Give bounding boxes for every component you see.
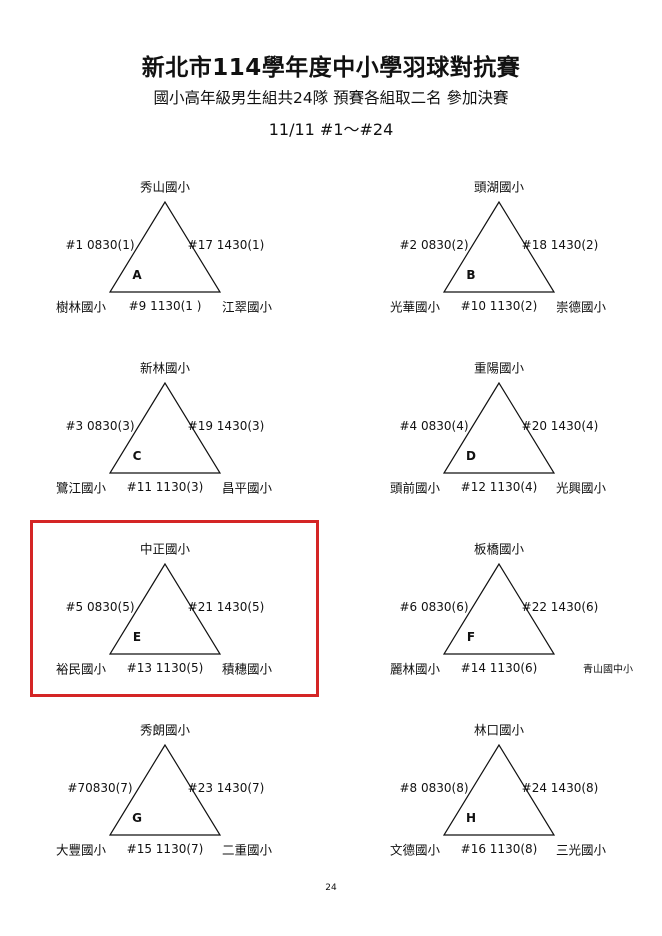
right-school: 昌平國小: [221, 480, 273, 496]
group-h: 林口國小 #8 0830(8) #24 1430(8) H 文德國小 #16 1130(8…: [364, 718, 662, 888]
right-match: #21 1430(5): [187, 600, 265, 614]
bottom-match: #16 1130(8): [460, 842, 538, 856]
bottom-match: #11 1130(3): [126, 480, 204, 494]
right-school: 積穗國小: [221, 661, 273, 677]
page-number: 24: [325, 883, 337, 893]
left-school: 樹林國小: [55, 299, 107, 315]
group-letter: D: [466, 449, 476, 463]
group-letter: E: [132, 630, 142, 644]
top-school: 中正國小: [139, 541, 191, 557]
group-letter: F: [466, 630, 476, 644]
top-school: 新林國小: [139, 360, 191, 376]
right-school: 光興國小: [555, 480, 607, 496]
triangle-bracket: [108, 381, 222, 474]
bottom-match: #13 1130(5): [126, 661, 204, 675]
bottom-match: #10 1130(2): [460, 299, 538, 313]
left-match: #4 0830(4): [399, 419, 469, 433]
triangle-bracket: [108, 200, 222, 293]
group-e: 中正國小 #5 0830(5) #21 1430(5) E 裕民國小 #13 1130(5…: [30, 537, 330, 707]
left-school: 光華國小: [389, 299, 441, 315]
triangle-bracket: [108, 743, 222, 836]
group-c: 新林國小 #3 0830(3) #19 1430(3) C 鷺江國小 #11 1130(3…: [30, 356, 330, 526]
highlight-box: [30, 520, 319, 697]
page-subtitle: 國小高年級男生組共24隊 預賽各組取二名 參加決賽: [153, 89, 509, 107]
bottom-match: #14 1130(6): [460, 661, 538, 675]
right-match: #22 1430(6): [521, 600, 599, 614]
right-match: #24 1430(8): [521, 781, 599, 795]
right-match: #23 1430(7): [187, 781, 265, 795]
group-letter: A: [132, 268, 142, 282]
right-school: 三光國小: [555, 842, 607, 858]
right-match: #20 1430(4): [521, 419, 599, 433]
left-match: #6 0830(6): [399, 600, 469, 614]
triangle-bracket: [442, 200, 556, 293]
right-school: 青山國中小: [583, 664, 633, 676]
bottom-match: #9 1130(1 ): [128, 299, 202, 313]
group-letter: C: [132, 449, 142, 463]
top-school: 板橋國小: [473, 541, 525, 557]
group-f: 板橋國小 #6 0830(6) #22 1430(6) F 麗林國小 #14 1130(6…: [364, 537, 662, 707]
left-match: #70830(7): [67, 781, 133, 795]
right-match: #19 1430(3): [187, 419, 265, 433]
left-school: 文德國小: [389, 842, 441, 858]
triangle-bracket: [108, 562, 222, 655]
triangle-bracket: [442, 381, 556, 474]
left-school: 頭前國小: [389, 480, 441, 496]
group-g: 秀朗國小 #70830(7) #23 1430(7) G 大豐國小 #15 1130(7)…: [30, 718, 330, 888]
top-school: 秀山國小: [139, 179, 191, 195]
schedule-date: 11/11 #1～#24: [268, 120, 394, 139]
left-school: 鷺江國小: [55, 480, 107, 496]
group-a: 秀山國小 #1 0830(1) #17 1430(1) A 樹林國小 #9 1130(1 …: [30, 175, 330, 345]
left-match: #1 0830(1): [65, 238, 135, 252]
triangle-bracket: [442, 743, 556, 836]
left-match: #3 0830(3): [65, 419, 135, 433]
triangle-bracket: [442, 562, 556, 655]
top-school: 林口國小: [473, 722, 525, 738]
right-school: 二重國小: [221, 842, 273, 858]
group-b: 頭湖國小 #2 0830(2) #18 1430(2) B 光華國小 #10 1130(2…: [364, 175, 662, 345]
bottom-match: #12 1130(4): [460, 480, 538, 494]
right-school: 崇德國小: [555, 299, 607, 315]
top-school: 頭湖國小: [473, 179, 525, 195]
group-d: 重陽國小 #4 0830(4) #20 1430(4) D 頭前國小 #12 1130(4…: [364, 356, 662, 526]
left-school: 麗林國小: [389, 661, 441, 677]
right-match: #18 1430(2): [521, 238, 599, 252]
top-school: 重陽國小: [473, 360, 525, 376]
page-title: 新北市114學年度中小學羽球對抗賽: [141, 55, 521, 81]
right-school: 江翠國小: [221, 299, 273, 315]
left-match: #2 0830(2): [399, 238, 469, 252]
left-school: 大豐國小: [55, 842, 107, 858]
left-school: 裕民國小: [55, 661, 107, 677]
left-match: #8 0830(8): [399, 781, 469, 795]
top-school: 秀朗國小: [139, 722, 191, 738]
group-letter: B: [466, 268, 476, 282]
left-match: #5 0830(5): [65, 600, 135, 614]
bottom-match: #15 1130(7): [126, 842, 204, 856]
group-letter: G: [132, 811, 142, 825]
group-letter: H: [465, 811, 477, 825]
right-match: #17 1430(1): [187, 238, 265, 252]
